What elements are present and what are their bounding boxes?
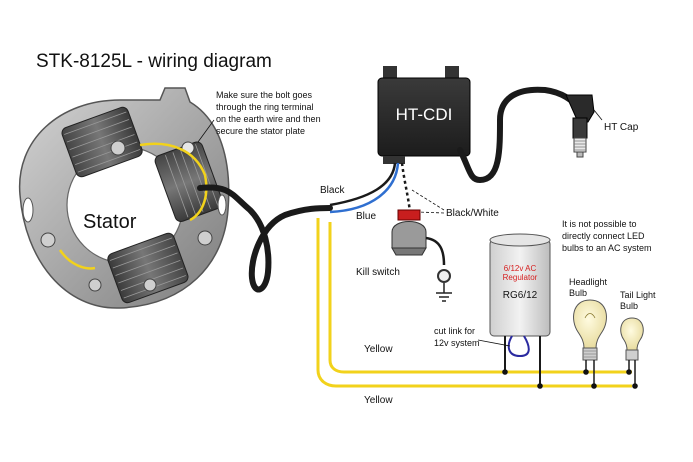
cut-link-note-line: cut link for xyxy=(434,326,475,336)
regulator-voltage-line: Regulator xyxy=(503,273,538,282)
headlight-label-line: Headlight xyxy=(569,277,608,287)
wire-label-yellow-upper: Yellow xyxy=(364,344,393,355)
wire-label-blue: Blue xyxy=(356,211,376,222)
black-white-leader xyxy=(417,211,445,214)
ht-cap-leader xyxy=(593,109,603,121)
stator-screw xyxy=(143,278,157,292)
bolt-note-line: on the earth wire and then xyxy=(216,114,321,124)
cut-link xyxy=(507,335,530,358)
junction-dot xyxy=(537,383,543,389)
ht-cap-label: HT Cap xyxy=(604,122,639,133)
wire-label-black-white: Black/White xyxy=(446,208,499,219)
led-note-line: It is not possible to xyxy=(562,219,637,229)
stator: Stator xyxy=(18,87,230,309)
led-note-line: directly connect LED xyxy=(562,231,645,241)
bolt-note-line: secure the stator plate xyxy=(216,126,305,136)
wire-black-white xyxy=(400,162,412,213)
wire-yellow-upper xyxy=(316,218,632,388)
taillight-label-line: Bulb xyxy=(620,301,638,311)
wire-label-black: Black xyxy=(320,185,345,196)
wire-blue xyxy=(329,162,400,214)
junction-dot xyxy=(502,369,508,375)
stator-screw xyxy=(40,232,56,248)
bolt-note-leader xyxy=(197,119,215,143)
ground-symbol xyxy=(436,283,452,302)
stator-coil-left xyxy=(154,141,224,222)
stator-screw xyxy=(110,140,126,156)
diagram-title: STK-8125L - wiring diagram xyxy=(36,51,272,72)
kill-switch xyxy=(391,209,452,302)
ht-lead xyxy=(457,86,581,184)
taillight-bulb xyxy=(620,317,644,386)
regulator: 6/12v AC Regulator RG6/12 xyxy=(489,233,551,386)
stator-harness xyxy=(197,184,333,293)
wire-label-yellow-lower: Yellow xyxy=(364,395,393,406)
cdi-label: HT-CDI xyxy=(396,105,453,124)
stator-screw xyxy=(197,230,213,246)
regulator-voltage-line: 6/12v AC xyxy=(504,264,537,273)
headlight-label-line: Bulb xyxy=(569,288,587,298)
cut-link-note-line: 12v system xyxy=(434,338,480,348)
junction-dot xyxy=(626,369,632,375)
cdi-unit: HT-CDI xyxy=(377,66,471,164)
stator-screw xyxy=(88,278,102,292)
stator-label: Stator xyxy=(83,211,137,233)
led-note-line: bulbs to an AC system xyxy=(562,243,652,253)
stator-coil-top xyxy=(61,106,143,178)
junction-dot xyxy=(632,383,638,389)
black-white-leader xyxy=(411,189,445,211)
headlight-bulb xyxy=(573,299,607,386)
kill-switch-label: Kill switch xyxy=(356,267,400,278)
junction-dot xyxy=(583,369,589,375)
cut-link-leader xyxy=(477,339,511,347)
bolt-note-line: Make sure the bolt goes xyxy=(216,90,313,100)
ring-terminal xyxy=(437,269,451,283)
bolt-note-line: through the ring terminal xyxy=(216,102,314,112)
junction-dot xyxy=(591,383,597,389)
wire-black xyxy=(329,162,397,207)
bolt-note: Make sure the bolt goes through the ring… xyxy=(197,90,321,143)
taillight-label-line: Tail Light xyxy=(620,290,656,300)
ht-cap xyxy=(565,94,595,158)
regulator-model: RG6/12 xyxy=(503,290,538,301)
wire-yellow-lower xyxy=(328,222,632,374)
